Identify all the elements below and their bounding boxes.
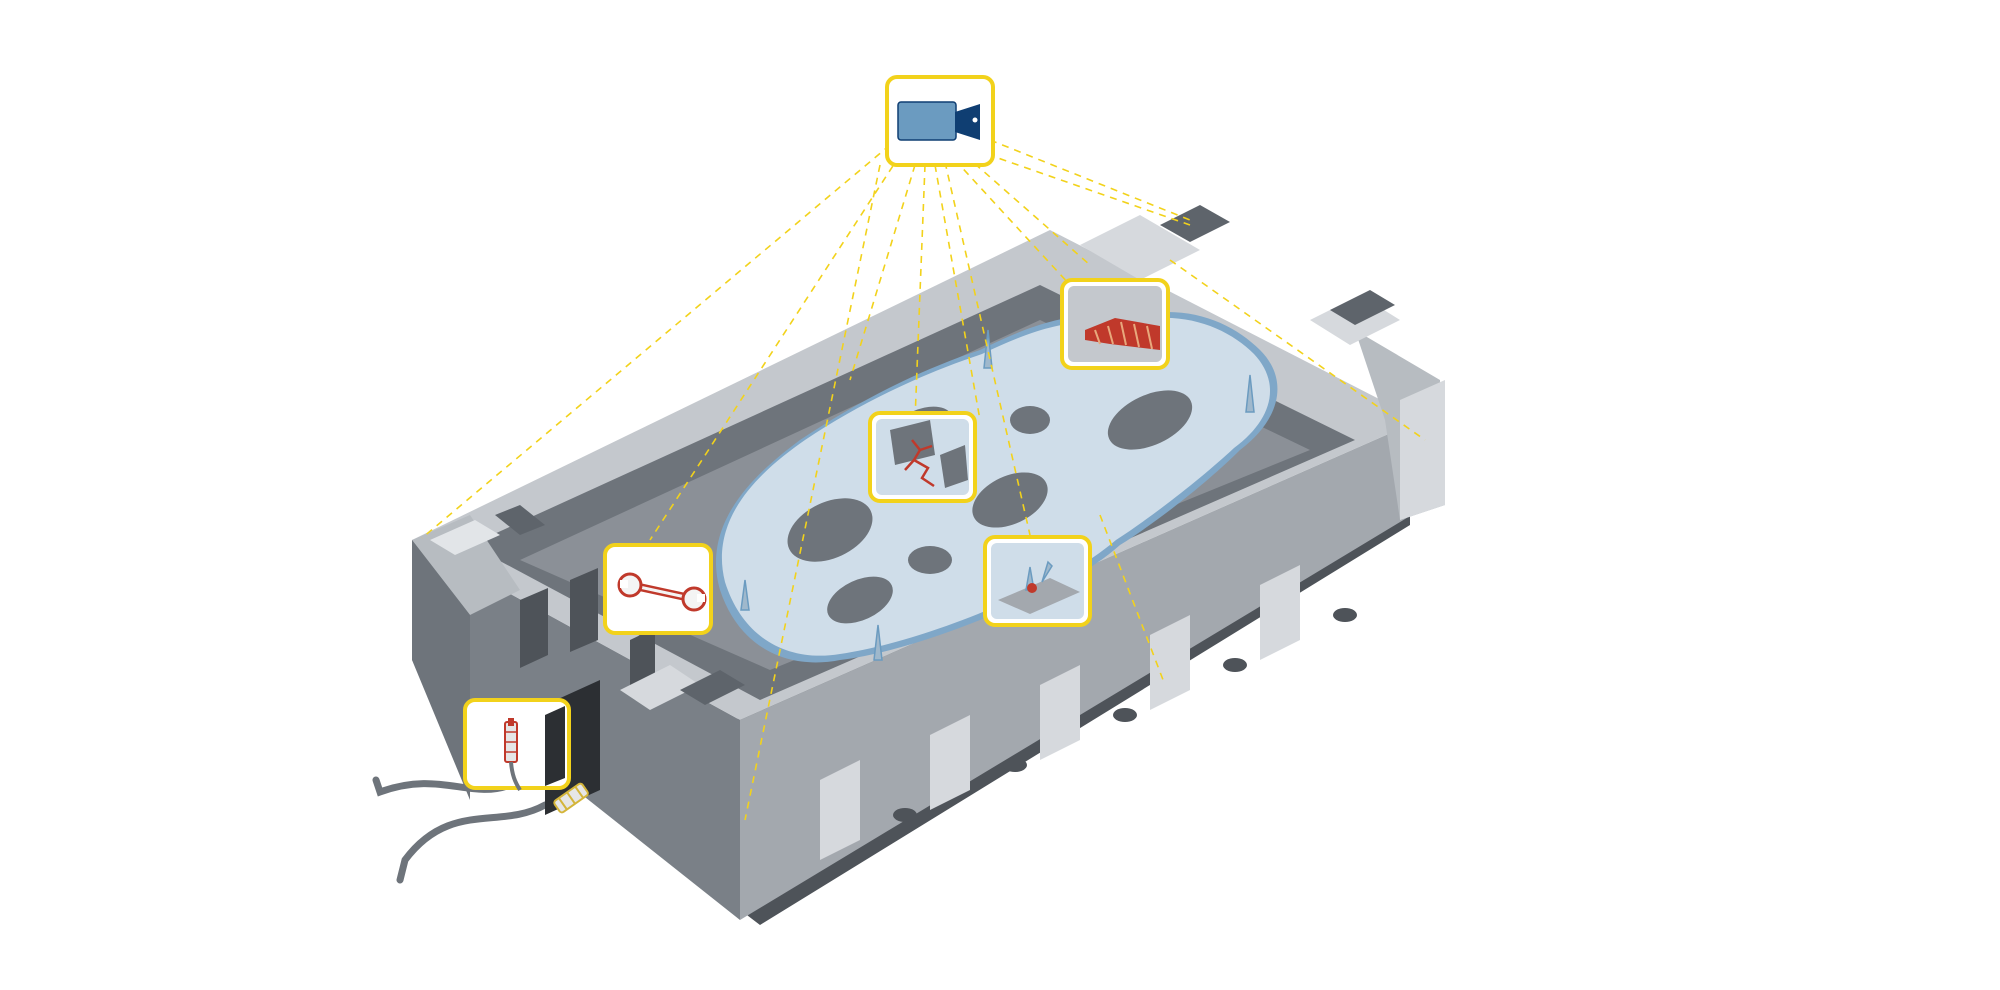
crack-callout[interactable] xyxy=(868,411,977,503)
cables xyxy=(372,776,549,884)
ejector-pins-callout[interactable] xyxy=(983,535,1092,627)
hatched-area-callout[interactable] xyxy=(1060,278,1170,370)
camera-callout[interactable] xyxy=(885,75,995,167)
crack-icon xyxy=(904,439,935,488)
tool-callout[interactable] xyxy=(603,543,713,635)
sensor-icon xyxy=(504,718,522,792)
camera-field-of-view xyxy=(421,139,1426,821)
video-camera-icon xyxy=(897,101,980,141)
connector-icon xyxy=(553,782,589,814)
ejector-pin-icon xyxy=(1025,560,1053,593)
hatched-area-icon xyxy=(1085,318,1160,350)
wrench-icon xyxy=(617,572,707,612)
sensor-callout[interactable] xyxy=(463,698,571,792)
